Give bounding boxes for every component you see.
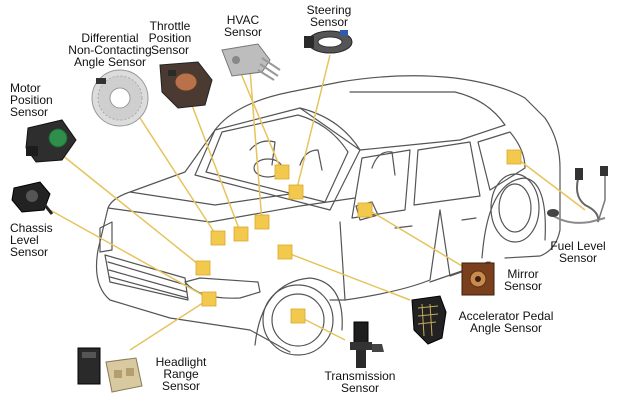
- label-motor-line2: Position: [10, 93, 53, 107]
- marker-chassis: [201, 291, 217, 307]
- label-steering-line1: Steering: [306, 3, 352, 17]
- differential-sensor-icon: [91, 69, 149, 127]
- label-mirror-sensor: Mirror Sensor: [500, 268, 546, 292]
- marker-transmission: [290, 308, 306, 324]
- label-mirror-line1: Mirror: [507, 267, 539, 281]
- label-motor-sensor: Motor Position Sensor: [10, 82, 62, 118]
- label-hvac-sensor: HVAC Sensor: [220, 14, 266, 38]
- fuel-level-sensor-icon: [547, 166, 608, 224]
- label-headlight-line3: Sensor: [161, 379, 201, 393]
- label-headlight-sensor: Headlight Range Sensor: [150, 356, 212, 392]
- label-throttle-line1: Throttle: [149, 19, 191, 33]
- marker-mirror: [357, 202, 373, 218]
- label-chassis-sensor: Chassis Level Sensor: [10, 222, 62, 258]
- accelerator-pedal-sensor-icon: [411, 295, 447, 345]
- label-fuel-sensor: Fuel Level Sensor: [538, 240, 618, 264]
- label-fuel-line2: Sensor: [558, 251, 598, 265]
- label-throttle-sensor: Throttle Position Sensor: [142, 20, 198, 56]
- label-headlight-line2: Range: [163, 367, 199, 381]
- label-chassis-line1: Chassis: [10, 221, 53, 235]
- marker-hvac-a: [254, 214, 270, 230]
- motor-position-sensor-icon: [25, 119, 77, 163]
- label-steering-line2: Sensor: [309, 15, 349, 29]
- label-pedal-line2: Angle Sensor: [469, 321, 543, 335]
- label-pedal-sensor: Accelerator Pedal Angle Sensor: [446, 310, 566, 334]
- marker-fuel: [506, 149, 522, 165]
- headlight-range-sensor-icon: [77, 347, 143, 393]
- marker-motor: [195, 260, 211, 276]
- mirror-sensor-icon: [461, 262, 495, 296]
- label-motor-line1: Motor: [10, 81, 41, 95]
- transmission-sensor-icon: [350, 321, 384, 368]
- label-throttle-line2: Position: [148, 31, 192, 45]
- label-chassis-line2: Level: [10, 233, 39, 247]
- label-motor-line3: Sensor: [10, 105, 49, 119]
- throttle-sensor-icon: [159, 61, 213, 109]
- label-steering-sensor: Steering Sensor: [298, 4, 360, 28]
- label-differential-sensor: Differential Non-Contacting Angle Sensor: [40, 32, 180, 68]
- marker-headlight: [277, 244, 293, 260]
- label-differential-line3: Angle Sensor: [73, 55, 147, 69]
- sensor-markers: [195, 149, 522, 324]
- label-fuel-line1: Fuel Level: [550, 239, 606, 253]
- label-headlight-line1: Headlight: [155, 355, 207, 369]
- label-transmission-line1: Transmission: [324, 369, 396, 383]
- label-chassis-line3: Sensor: [10, 245, 49, 259]
- label-transmission-sensor: Transmission Sensor: [318, 370, 402, 394]
- label-transmission-line2: Sensor: [340, 381, 380, 395]
- marker-steering: [288, 184, 304, 200]
- marker-throttle: [233, 226, 249, 242]
- label-mirror-line2: Sensor: [503, 279, 543, 293]
- label-throttle-line3: Sensor: [150, 43, 190, 57]
- chassis-level-sensor-icon: [11, 181, 54, 215]
- label-differential-line1: Differential: [81, 31, 139, 45]
- label-pedal-line1: Accelerator Pedal: [458, 309, 554, 323]
- hvac-sensor-icon: [221, 43, 281, 81]
- steering-sensor-icon: [304, 30, 353, 54]
- label-hvac-line1: HVAC: [226, 13, 260, 27]
- label-hvac-line2: Sensor: [223, 25, 263, 39]
- marker-hvac-b: [274, 164, 290, 180]
- label-differential-line2: Non-Contacting: [68, 43, 152, 57]
- marker-differential: [210, 230, 226, 246]
